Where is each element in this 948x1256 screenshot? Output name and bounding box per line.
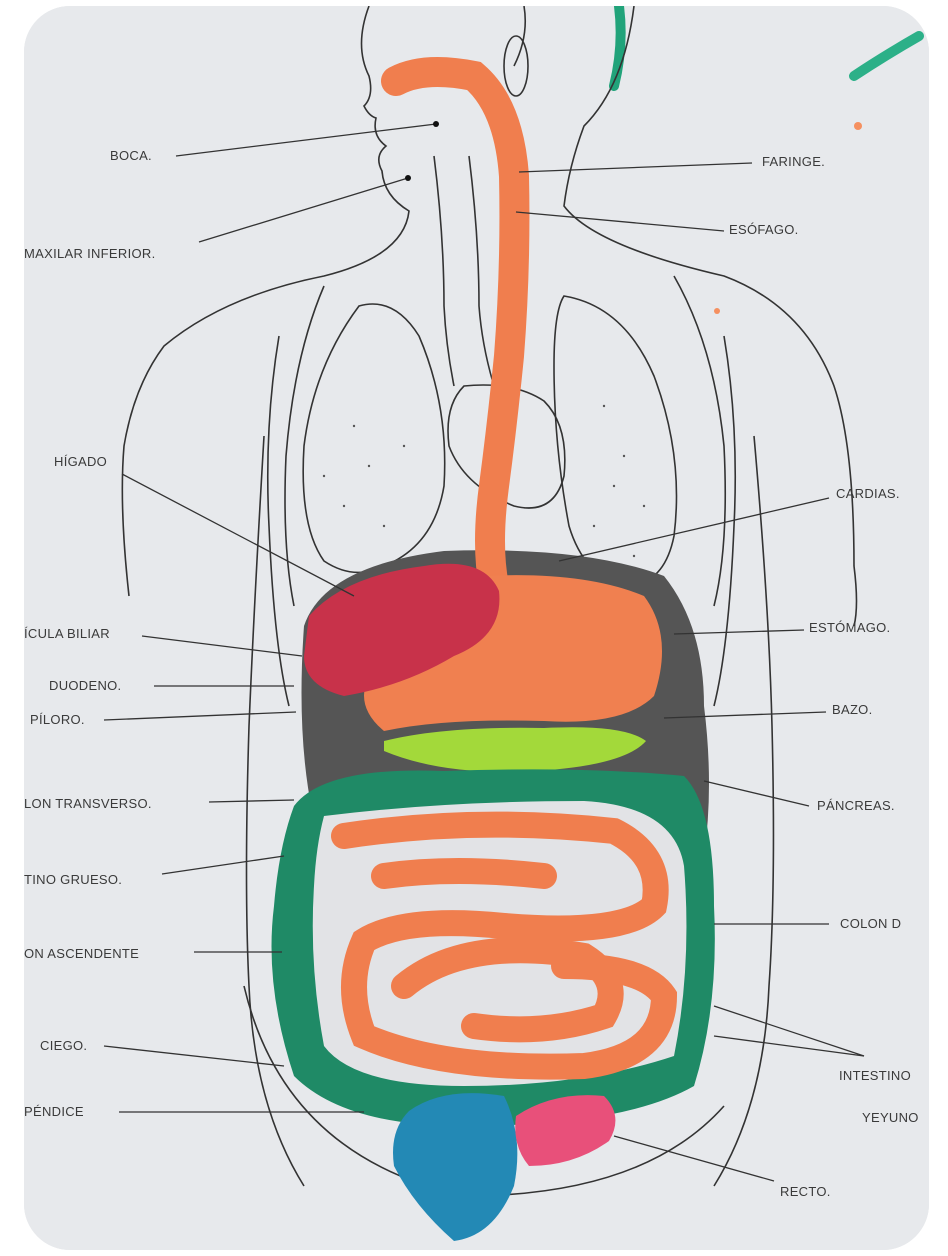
anatomy-photo: BOCA. FARINGE. ESÓFAGO. MAXILAR INFERIOR… <box>24 6 929 1250</box>
label-colon-transverso: LON TRANSVERSO. <box>24 796 152 811</box>
label-boca: BOCA. <box>110 148 152 163</box>
label-recto: RECTO. <box>780 1184 831 1199</box>
label-intestino-grueso: TINO GRUESO. <box>24 872 122 887</box>
digestive-system-diagram <box>24 6 929 1250</box>
label-vesicula-biliar: ÍCULA BILIAR <box>24 626 110 641</box>
orange-speck <box>714 308 720 314</box>
label-esofago: ESÓFAGO. <box>729 222 799 237</box>
label-yeyuno: YEYUNO <box>862 1110 919 1125</box>
label-apendice: PÉNDICE <box>24 1104 84 1119</box>
label-estomago: ESTÓMAGO. <box>809 620 890 635</box>
label-colon-descendente: COLON D <box>840 916 901 931</box>
label-intestino: INTESTINO <box>839 1068 911 1083</box>
label-ciego: CIEGO. <box>40 1038 87 1053</box>
label-pancreas: PÁNCREAS. <box>817 798 895 813</box>
label-cardias: CARDIAS. <box>836 486 900 501</box>
label-duodeno: DUODENO. <box>49 678 121 693</box>
label-maxilar-inferior: MAXILAR INFERIOR. <box>24 246 156 261</box>
label-faringe: FARINGE. <box>762 154 825 169</box>
label-bazo: BAZO. <box>832 702 873 717</box>
label-colon-ascendente: ON ASCENDENTE <box>24 946 139 961</box>
label-higado: HÍGADO <box>54 454 107 469</box>
orange-speck <box>854 122 862 130</box>
label-piloro: PÍLORO. <box>30 712 85 727</box>
